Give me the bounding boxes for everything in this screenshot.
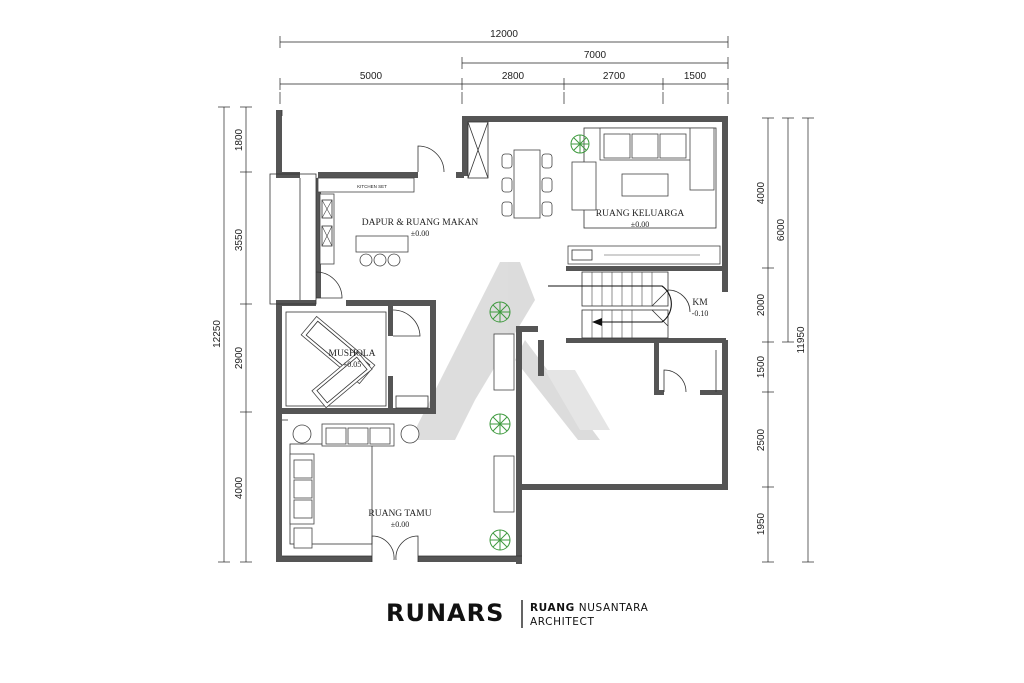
- dim-top-seg-4: 1500: [684, 71, 707, 82]
- family-room-furniture: [567, 127, 721, 265]
- door-swing-km: [663, 369, 687, 393]
- brand-line2: ARCHITECT: [530, 616, 594, 628]
- dim-left-total: 12250: [212, 320, 223, 348]
- room-keluarga-name: RUANG KELUARGA: [596, 209, 685, 219]
- brand-line1-rest: NUSANTARA: [575, 602, 649, 614]
- brand-logo-text: RUNARS: [386, 599, 504, 627]
- dim-top-seg-1: 5000: [360, 71, 383, 82]
- room-mushola-elevation: +0.05: [343, 360, 362, 369]
- dim-right-seg-4: 2500: [756, 428, 767, 451]
- room-tamu-elevation: ±0.00: [391, 520, 409, 529]
- brand-line1: RUANG NUSANTARA: [530, 602, 649, 614]
- right-dimensions: [762, 117, 814, 563]
- room-keluarga-elevation: ±0.00: [631, 220, 649, 229]
- dim-left-seg-2: 3550: [234, 228, 245, 251]
- walls: [276, 110, 728, 564]
- stairs: [548, 271, 672, 339]
- dim-left-seg-3: 2900: [234, 346, 245, 369]
- room-mushola-name: MUSHOLA: [329, 349, 376, 359]
- brand-line1-bold: RUANG: [530, 602, 575, 614]
- plant-icon-corridor-mid: [489, 413, 511, 435]
- kitchen-furniture: [315, 145, 445, 299]
- dim-right-outer: 11950: [796, 326, 807, 354]
- mushola-prayer-mats: [285, 309, 429, 409]
- plant-icon-corridor-top: [489, 301, 511, 323]
- plant-icon-family-room: [570, 134, 590, 154]
- room-dapur-elevation: ±0.00: [411, 229, 429, 238]
- dim-left-seg-4: 4000: [234, 476, 245, 499]
- window-lines: [269, 110, 717, 557]
- dim-right-seg-2: 2000: [756, 293, 767, 316]
- plant-icon-corridor-bottom: [489, 529, 511, 551]
- watermark-logo: [410, 262, 610, 440]
- dining-table: [501, 149, 553, 219]
- left-dimensions: [218, 106, 252, 563]
- room-tamu-name: RUANG TAMU: [368, 509, 431, 519]
- brand-logo: RUNARS RUANG NUSANTARA ARCHITECT: [386, 599, 649, 628]
- room-km-name: KM: [692, 298, 708, 308]
- dim-top-total: 12000: [490, 29, 518, 40]
- guest-room-furniture: [289, 333, 515, 562]
- dim-right-middle: 6000: [776, 218, 787, 241]
- dim-left-seg-1: 1800: [234, 128, 245, 151]
- top-dimensions: [279, 36, 729, 104]
- dim-right-seg-1: 4000: [756, 181, 767, 204]
- dim-right-seg-3: 1500: [756, 355, 767, 378]
- km-bathroom: [667, 289, 691, 313]
- dim-top-seg-2: 2800: [502, 71, 525, 82]
- dim-right-seg-5: 1950: [756, 512, 767, 535]
- dim-top-right: 7000: [584, 50, 607, 61]
- kitchen-set-label: KITCHEN SET: [357, 184, 387, 189]
- dim-top-seg-3: 2700: [603, 71, 626, 82]
- room-dapur-name: DAPUR & RUANG MAKAN: [362, 218, 479, 228]
- room-km-elevation: -0.10: [692, 309, 709, 318]
